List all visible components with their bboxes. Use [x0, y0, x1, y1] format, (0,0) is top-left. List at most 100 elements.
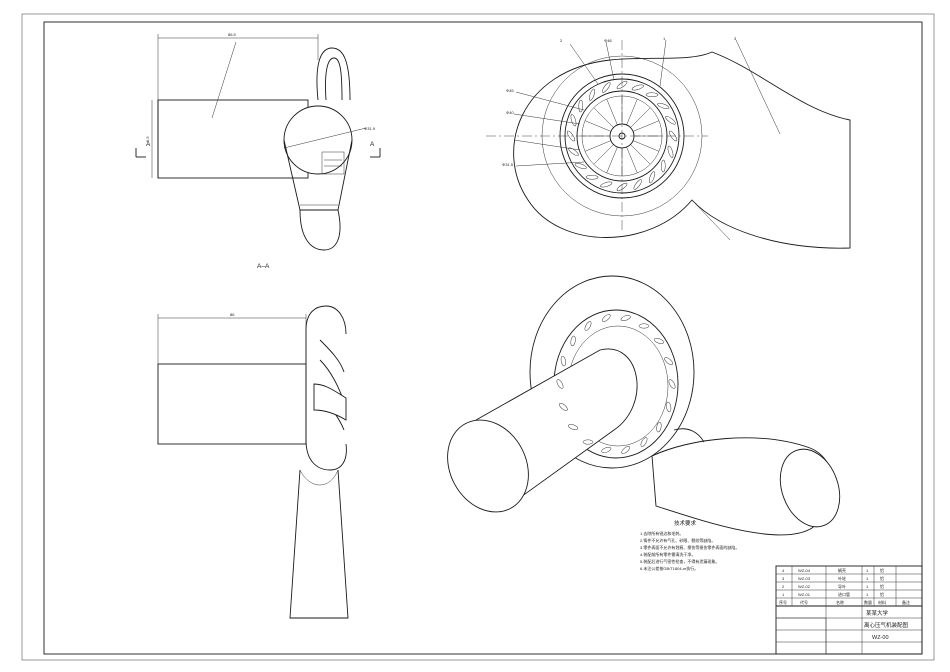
isometric-vane	[556, 379, 564, 389]
impeller-blade	[632, 140, 660, 152]
impeller-blade	[593, 144, 614, 165]
isometric-vane	[570, 335, 576, 347]
bom-1-material: 铝	[880, 567, 884, 573]
isometric-vane	[559, 403, 568, 411]
bom-1-code: WZ-04	[798, 568, 811, 573]
diffuser-vane	[578, 99, 583, 113]
bom-2-qty: 1	[866, 576, 869, 581]
bom-1-qty: 1	[866, 568, 869, 573]
impeller-blade	[626, 98, 638, 126]
bom-4-material: 铝	[880, 591, 884, 597]
isometric-vane	[664, 357, 673, 365]
isometric-vane	[601, 447, 612, 453]
isometric-vane	[638, 323, 650, 329]
bom-4-code: WZ-01	[798, 592, 811, 597]
isometric-vane	[653, 338, 664, 344]
bom-2-code: WZ-03	[798, 576, 811, 581]
balloon-1: 1	[663, 36, 666, 41]
isometric-view	[447, 275, 841, 536]
diffuser-vane	[645, 92, 659, 97]
diffuser-vane	[600, 181, 613, 188]
dim-pipe-dia: Φ31.9	[364, 126, 376, 131]
isometric-vane	[656, 421, 662, 433]
bom-3-code: WZ-02	[798, 584, 811, 589]
diffuser-vane	[585, 175, 599, 180]
diffuser-vane	[616, 80, 628, 90]
notes-line-1: 1.去除所有锐边和毛刺。	[640, 530, 683, 536]
title-block: 4 WZ-04 蜗壳 1 铝 3 WZ-03 叶轮 1 铝 2 WZ-02 导叶…	[775, 565, 923, 655]
impeller-blade	[630, 107, 651, 128]
front-view: 2 1 3 Φ48 Φ45 Φ40 Φ31.5	[486, 36, 851, 249]
diffuser-vane	[649, 171, 655, 184]
impeller-blade	[626, 146, 638, 174]
diffuser-vane	[631, 84, 644, 91]
bom-2-material: 铝	[880, 575, 884, 581]
bom-3-name: 导叶	[838, 583, 846, 589]
diffuser-vane	[589, 88, 595, 101]
diffuser-vane	[566, 130, 576, 142]
isometric-vane	[668, 379, 676, 389]
diffuser-vane	[602, 82, 611, 93]
notes-line-4: 4.装配前所有零件需清洗干净。	[640, 551, 695, 557]
impeller-blade	[584, 120, 612, 132]
diffuser-vane	[574, 163, 587, 169]
bom-3-qty: 1	[866, 584, 869, 589]
dim-circle-48: Φ48	[604, 38, 612, 43]
isometric-vane	[621, 446, 631, 454]
isometric-vane	[582, 439, 594, 445]
dim-top-width: 86.5	[228, 32, 237, 37]
notes-title: 技术要求	[674, 519, 697, 527]
bom-1-name: 蜗壳	[838, 567, 846, 573]
bom-2-no: 3	[782, 576, 785, 581]
isometric-vane	[560, 355, 566, 367]
diffuser-vane	[570, 114, 577, 127]
dim-circle-45: Φ45	[506, 88, 514, 93]
outer-border	[21, 13, 935, 661]
section-label: A–A	[257, 263, 270, 270]
balloon-3: 3	[734, 36, 737, 41]
notes-line-5: 5.装配后进行气密性检查，不得有泄漏现象。	[640, 558, 719, 564]
notes-line-2: 2.铸件不允许有气孔、砂眼、裂纹等缺陷。	[640, 537, 715, 543]
technical-notes: 技术要求 1.去除所有锐边和毛刺。 2.铸件不允许有气孔、砂眼、裂纹等缺陷。 3…	[640, 519, 739, 571]
side-view-top: 86.5 9.5 A A Φ31.9	[135, 32, 381, 251]
isometric-vane	[640, 437, 648, 447]
notes-line-6: 6.未注公差按GB/T1804-m执行。	[640, 565, 698, 571]
diffuser-vane	[665, 116, 676, 125]
impeller-blade	[606, 146, 618, 174]
diffuser-vane	[661, 159, 666, 173]
impeller-blades	[582, 96, 662, 176]
isometric-vane	[568, 424, 579, 430]
impeller-blade	[606, 98, 618, 126]
diffuser-vane	[667, 145, 674, 158]
section-marker-right: A	[370, 141, 375, 148]
dim-side-height: 9.5	[145, 136, 150, 142]
bom-4-name: 进口管	[838, 591, 850, 597]
impeller-blade	[584, 140, 612, 152]
bom-header-name: 名称	[836, 599, 844, 605]
bom-header-code: 代号	[800, 599, 808, 605]
drawing-name: 离心压气机装配图	[864, 621, 909, 629]
bom-2-name: 叶轮	[838, 575, 846, 581]
diffuser-vane	[657, 103, 670, 109]
bom-4-no: 1	[782, 592, 785, 597]
section-view-aa: 86	[157, 305, 349, 619]
impeller-blade	[593, 107, 614, 128]
bom-header-no: 序号	[779, 599, 787, 605]
dim-circle-40: Φ40	[506, 110, 514, 115]
bom-1-no: 4	[782, 568, 785, 573]
section-marker-left: A	[146, 141, 151, 148]
school-name: 某某大学	[866, 609, 889, 617]
bom-3-material: 铝	[880, 583, 884, 589]
isometric-vanes	[556, 314, 676, 454]
impeller-blade	[632, 120, 660, 132]
dim-circle-31: Φ31.5	[502, 162, 514, 167]
impeller-blade	[630, 144, 651, 165]
dim-lower-width: 86	[230, 312, 235, 317]
balloon-2: 2	[560, 38, 563, 43]
bom-3-no: 2	[782, 584, 785, 589]
isometric-vane	[620, 315, 631, 321]
bom-header-qty: 数量	[864, 599, 872, 605]
isometric-vane	[666, 401, 672, 413]
drawing-number: WZ-00	[872, 635, 889, 641]
